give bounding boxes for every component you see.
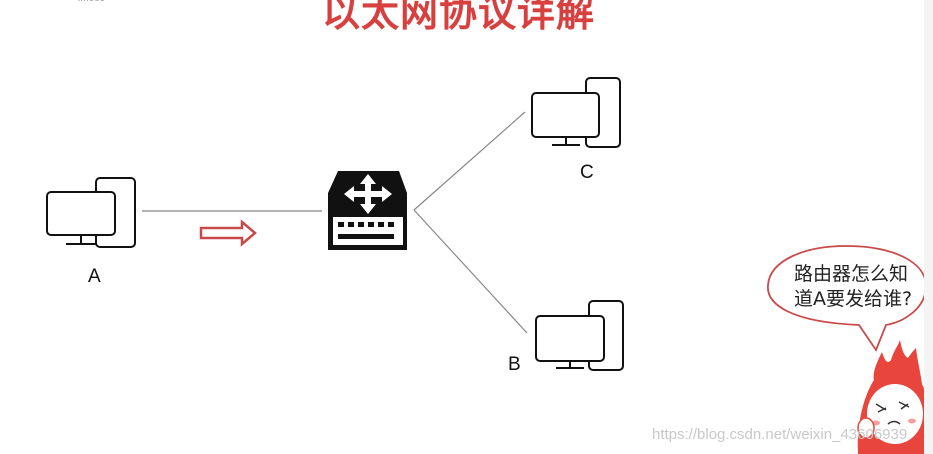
window-edge bbox=[924, 0, 933, 454]
host-label-c: C bbox=[580, 162, 594, 184]
link-switch-b bbox=[414, 210, 527, 333]
watermark: https://blog.csdn.net/weixin_43606939 bbox=[652, 426, 907, 443]
host-label-a: A bbox=[88, 266, 101, 288]
computer-c-icon bbox=[532, 78, 620, 147]
link-switch-c bbox=[414, 112, 525, 210]
host-label-b: B bbox=[508, 354, 521, 376]
computer-a-icon bbox=[47, 178, 135, 247]
speech-bubble-text: 路由器怎么知道A要发给谁? bbox=[794, 262, 924, 312]
network-switch-icon bbox=[328, 171, 407, 250]
frame-direction-arrow bbox=[201, 222, 255, 244]
slide-title: 以太网协议详解 bbox=[322, 0, 595, 37]
computer-b-icon bbox=[536, 301, 623, 370]
brand-logo: imooc bbox=[78, 0, 105, 4]
